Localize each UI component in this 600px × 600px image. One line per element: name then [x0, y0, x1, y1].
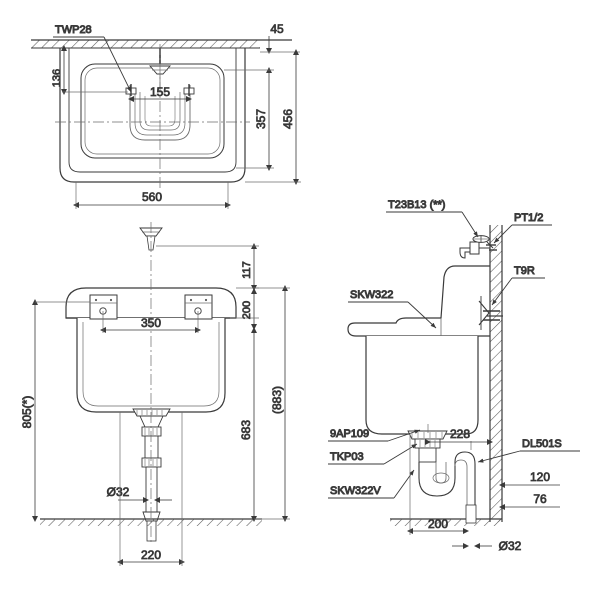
label-skw322: SKW322 [348, 289, 437, 329]
dim-d32-side: Ø32 [452, 539, 522, 553]
dim-45: 45 [260, 22, 300, 54]
dim-d32-front: Ø32 [106, 485, 172, 503]
label-dl501s: DL501S [477, 438, 580, 463]
dim-155: 155 [128, 85, 192, 102]
label-skw322v-text: SKW322V [330, 485, 381, 497]
dim-136-text: 136 [51, 69, 63, 87]
dim-560: 560 [73, 182, 231, 209]
label-tkp03-text: TKP03 [330, 451, 364, 463]
dim-117-text: 117 [241, 261, 253, 279]
label-9ap109: 9AP109 [328, 428, 421, 442]
side-wall-bracket [478, 296, 503, 330]
label-twp28: TWP28 [53, 24, 132, 93]
label-dl501s-text: DL501S [522, 438, 562, 450]
dim-683: 683 [239, 327, 257, 522]
label-t9r-text: T9R [514, 265, 535, 277]
label-pt12: PT1/2 [493, 212, 552, 244]
side-wall-hatch [489, 225, 503, 522]
dim-350: 350 [100, 311, 201, 333]
dim-200-front-text: 200 [241, 301, 253, 319]
dim-357: 357 [224, 67, 274, 171]
plan-centerlines [55, 44, 250, 190]
dim-883: (883) [254, 285, 290, 522]
dim-200-side: 200 [407, 434, 469, 535]
dim-d32-side-text: Ø32 [499, 539, 522, 553]
dim-220: 220 [117, 412, 185, 566]
label-t23b13: T23B13 (**) [386, 199, 479, 238]
dim-76: 76 [499, 492, 560, 510]
label-9ap109-text: 9AP109 [330, 428, 369, 440]
dim-136: 136 [51, 45, 128, 95]
plan-view: TWP28 136 155 45 [31, 22, 301, 209]
label-t23b13-text: T23B13 (**) [388, 199, 445, 211]
label-twp28-text: TWP28 [55, 24, 92, 36]
dim-228-text: 228 [450, 427, 470, 441]
dim-76-text: 76 [533, 492, 547, 506]
dim-456-text: 456 [281, 109, 295, 129]
dim-560-text: 560 [142, 190, 162, 204]
dim-d32-front-text: Ø32 [107, 485, 130, 499]
label-tkp03: TKP03 [328, 443, 418, 465]
dim-155-text: 155 [150, 85, 170, 99]
side-bib-tap [459, 235, 497, 259]
dim-117: 117 [156, 243, 259, 291]
plan-sink-outline [59, 48, 246, 183]
dim-220-text: 220 [141, 548, 161, 562]
dim-683-text: 683 [239, 420, 253, 440]
dim-805: 805(*) [20, 299, 90, 522]
dim-200-side-text: 200 [428, 517, 448, 531]
label-pt12-text: PT1/2 [514, 212, 543, 224]
dim-350-text: 350 [141, 316, 161, 330]
dim-228: 228 [425, 427, 493, 445]
side-section-view: T23B13 (**) PT1/2 T9R SKW322 9AP109 [328, 199, 580, 553]
plan-wall-hatch [31, 39, 292, 49]
dim-120: 120 [499, 470, 560, 488]
label-skw322v: SKW322V [328, 469, 415, 499]
label-t9r: T9R [491, 265, 545, 306]
dim-883-text: (883) [270, 386, 284, 414]
dim-357-text: 357 [254, 109, 268, 129]
dim-120-text: 120 [530, 470, 550, 484]
dim-805-text: 805(*) [20, 396, 34, 429]
front-elevation-view: 350 117 200 683 [20, 222, 290, 566]
label-skw322-text: SKW322 [350, 289, 393, 301]
side-floor-hatch [390, 518, 502, 526]
dim-456: 456 [245, 49, 301, 185]
dim-45-text: 45 [270, 22, 284, 36]
